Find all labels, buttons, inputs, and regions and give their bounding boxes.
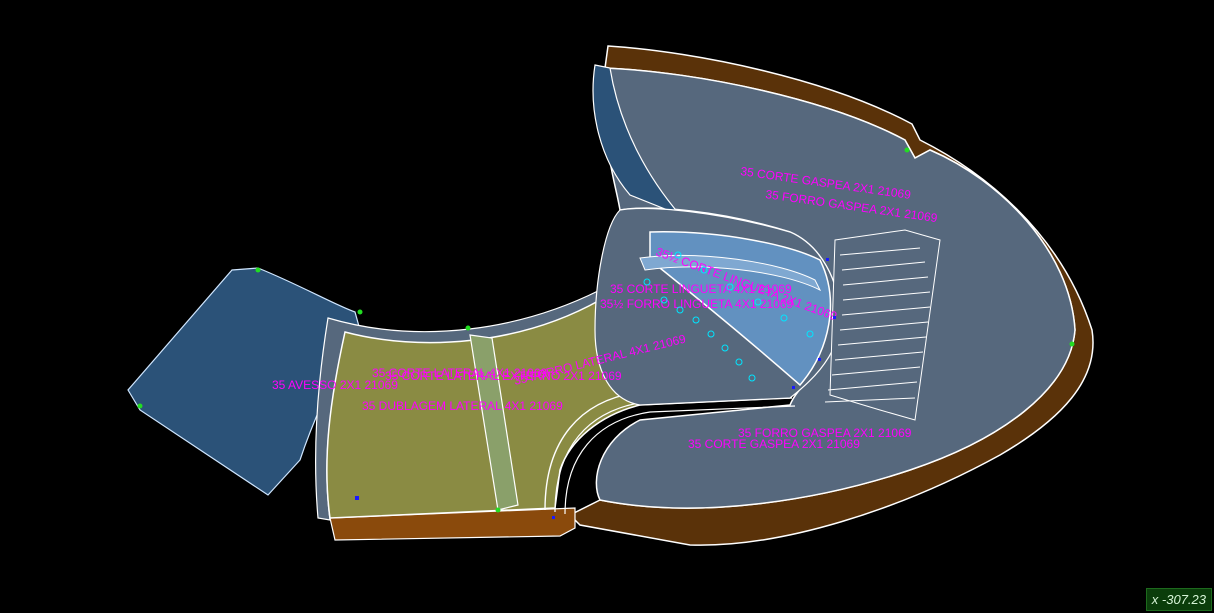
pin-points <box>355 258 836 519</box>
coordinate-readout: x -307.23 <box>1145 588 1212 611</box>
label-forro-lingueta: 35½ FORRO LINGUETA 4X1 21069 <box>600 297 794 311</box>
lateral-overlay <box>469 334 519 511</box>
label-corte-lingueta-2: 35 CORTE LINGUETA 4X1 21069 <box>610 282 792 296</box>
label-corte-lateral-externo: 35 CORTE LATERAL EXTERNO 2X1 21069 <box>385 369 622 383</box>
lateral-curve-band-3 <box>564 405 796 515</box>
lingueta-strip <box>639 254 822 292</box>
label-corte-gaspea-bottom: 35 CORTE GASPEA 2X1 21069 <box>688 437 860 451</box>
label-corte-lateral: 35 CORTE LATERAL 4X1 21069 <box>372 366 548 380</box>
notch-marks <box>137 147 1075 513</box>
pleat-strips <box>824 229 941 421</box>
label-dublagem-lateral: 35 DUBLAGEM LATERAL 4X1 21069 <box>362 399 563 413</box>
marker-dots <box>643 251 814 382</box>
label-avesso: 35 AVESSO 2X1 21069 <box>272 378 398 392</box>
label-forro-gaspea-bottom: 35 FORRO GASPEA 2X1 21069 <box>738 426 912 440</box>
